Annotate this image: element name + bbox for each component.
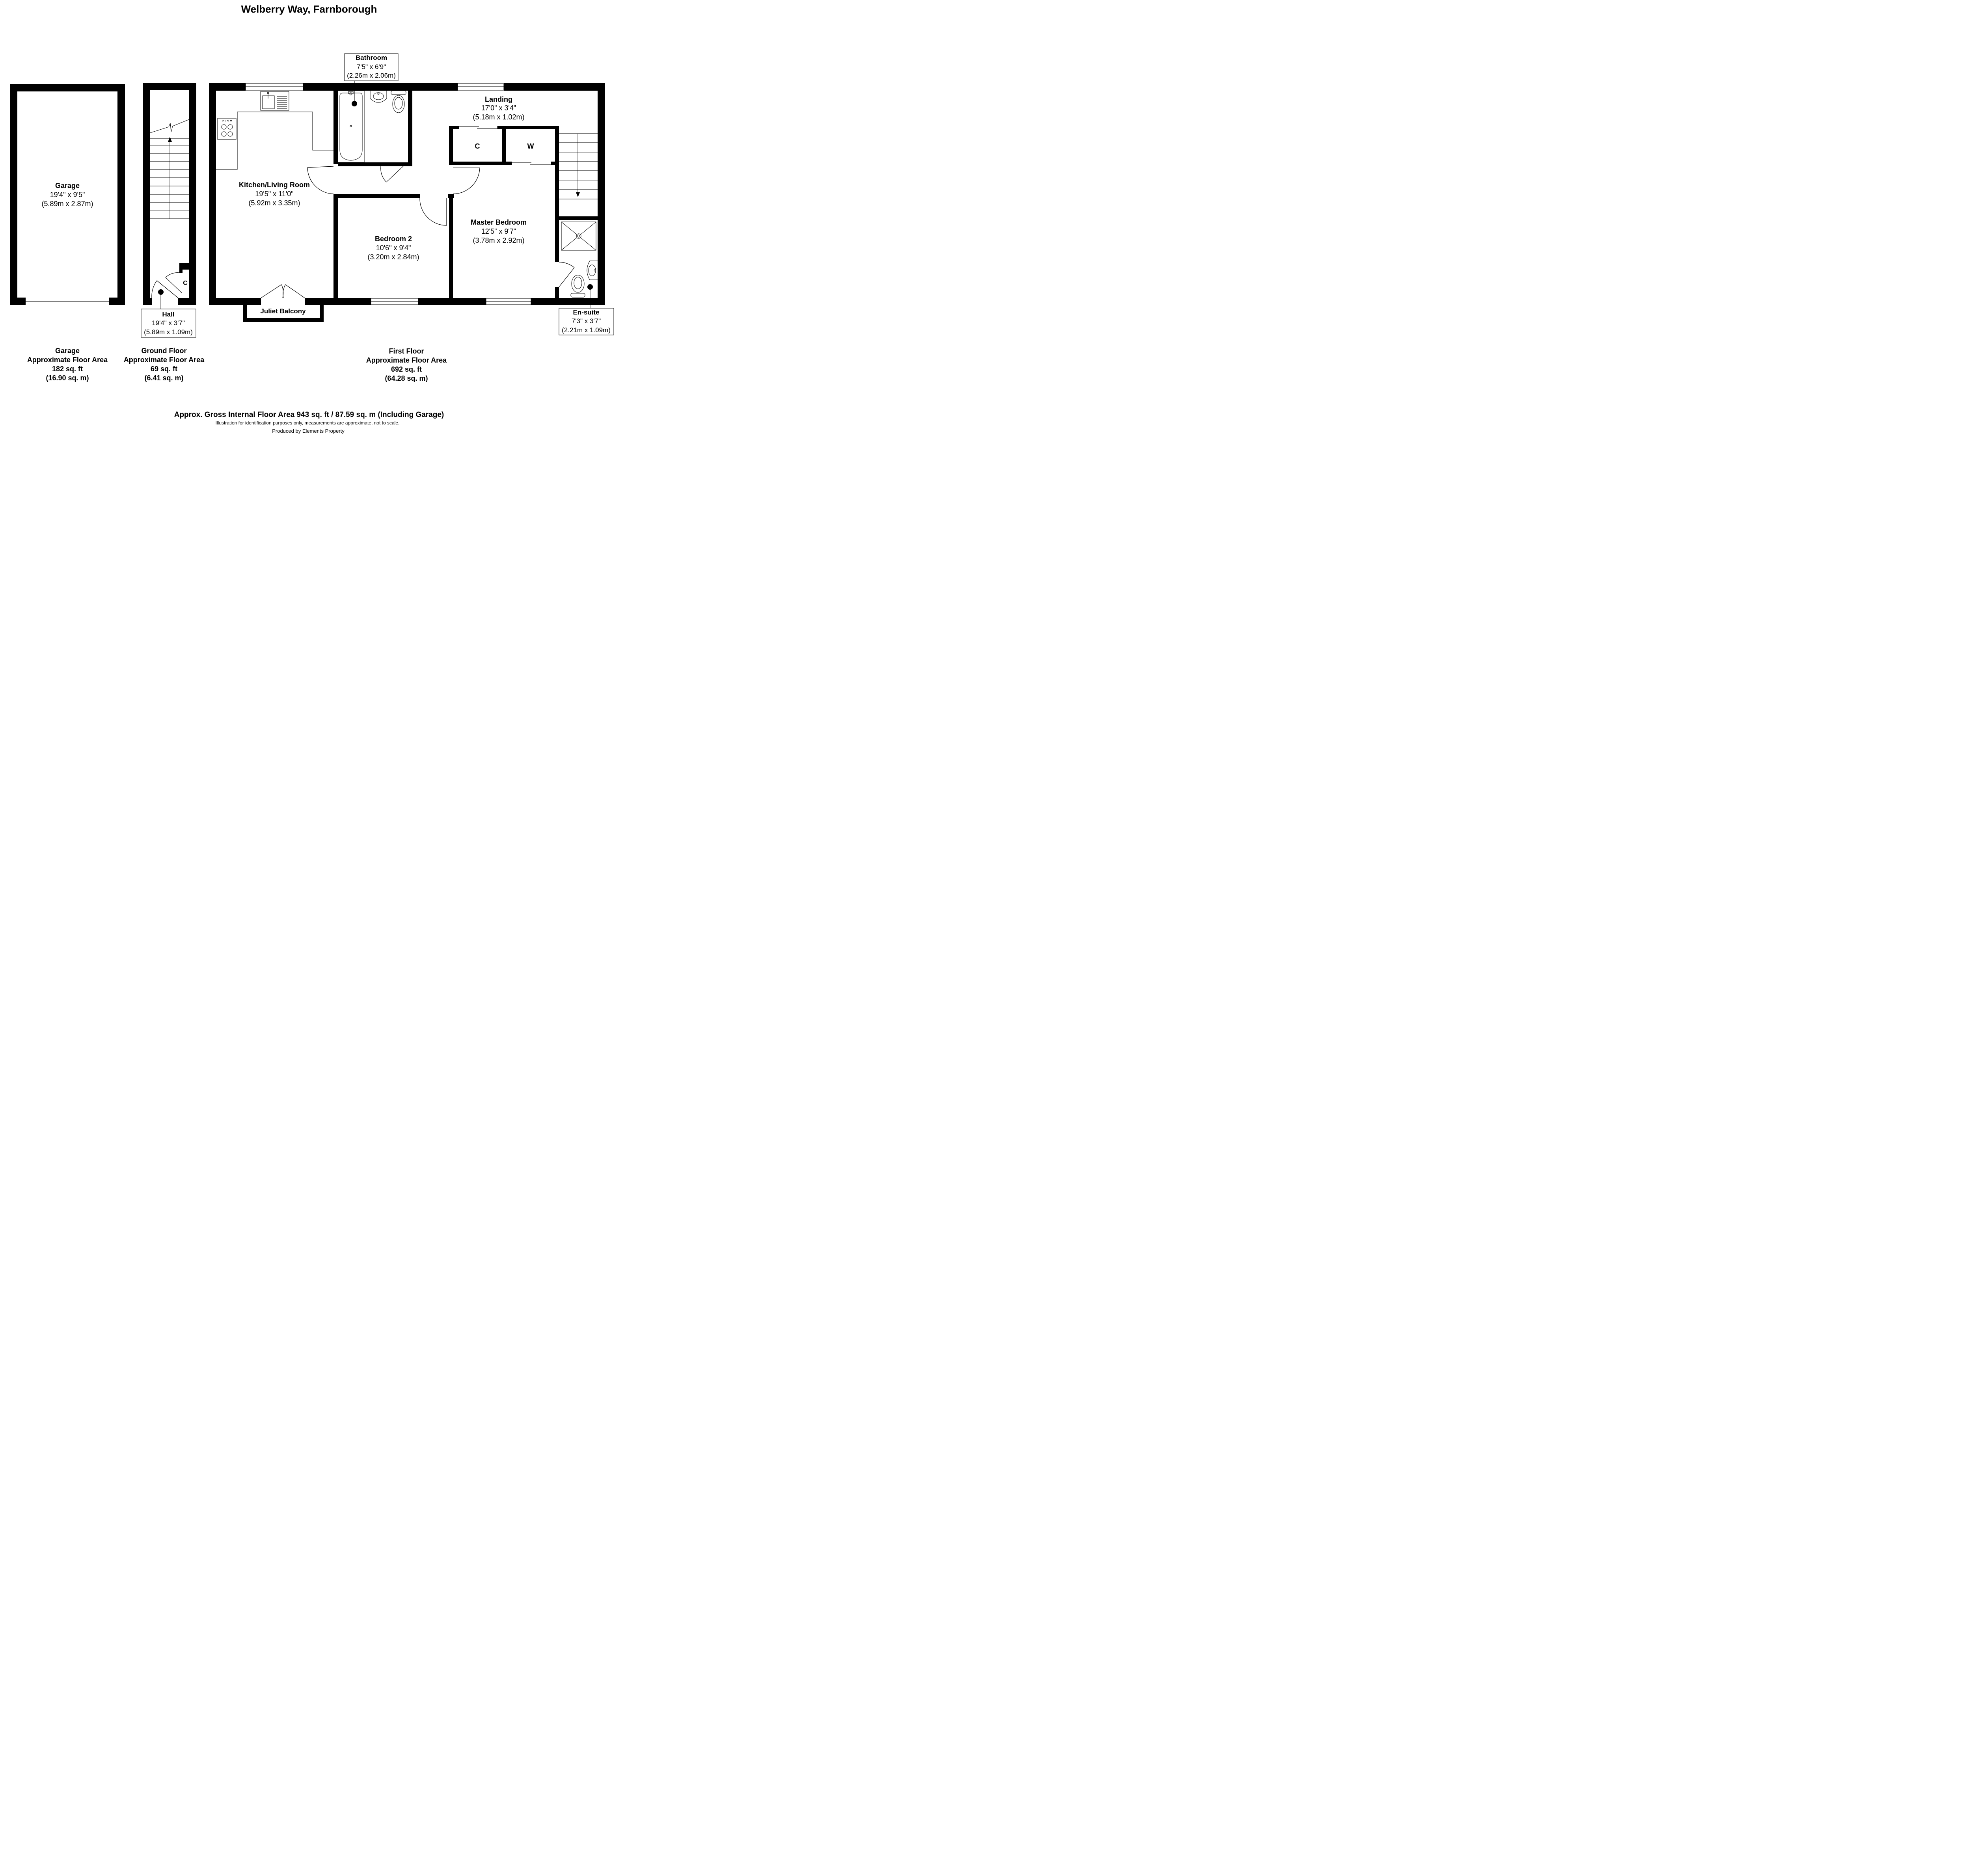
bedroom2-door: [419, 197, 447, 226]
master-bedroom-door: [453, 168, 480, 194]
garage-imperial: 19'4" x 9'5": [50, 191, 85, 199]
basin-icon: [370, 91, 387, 103]
hall-front-door: [151, 280, 179, 298]
ensuite-imperial: 7'3" x 3'7": [572, 317, 601, 325]
bathroom-imperial: 7'5" x 6'9": [357, 63, 386, 71]
garage-name: Garage: [55, 182, 80, 190]
floor-plan: Welberry Way, Farnborough Garage 19'4" x…: [0, 0, 618, 437]
bathroom-metric: (2.26m x 2.06m): [347, 72, 396, 79]
gross-area: Approx. Gross Internal Floor Area 943 sq…: [174, 411, 444, 419]
bedroom2-metric: (3.20m x 2.84m): [367, 253, 419, 261]
hall-staircase: [150, 119, 190, 219]
garage-area-label: Approximate Floor Area: [27, 356, 108, 364]
ensuite-door: [559, 262, 575, 287]
juliet-balcony: [243, 305, 324, 322]
garage-area-sqm: (16.90 sq. m): [46, 374, 89, 382]
hob-icon: [217, 118, 237, 140]
ground-area-sqft: 69 sq. ft: [151, 365, 177, 373]
hall-walls: [143, 83, 196, 305]
ground-area-label: Approximate Floor Area: [124, 356, 205, 364]
first-floor-area-summary: First Floor Approximate Floor Area 692 s…: [366, 347, 447, 382]
hall-metric: (5.89m x 1.09m): [144, 328, 193, 336]
ground-floor-area-summary: Ground Floor Approximate Floor Area 69 s…: [124, 347, 205, 382]
hall-cupboard-label: C: [183, 280, 188, 287]
hall-cupboard-door: [165, 272, 183, 294]
first-area-label: Approximate Floor Area: [366, 356, 447, 364]
toilet-icon: [391, 90, 406, 113]
stair-up-arrow-icon: [168, 137, 172, 142]
landing-name: Landing: [485, 95, 512, 103]
ensuite-name: En-suite: [573, 309, 599, 316]
wardrobe-label: W: [527, 142, 534, 150]
ground-area-sqm: (6.41 sq. m): [144, 374, 183, 382]
master-bedroom-imperial: 12'5" x 9'7": [481, 227, 516, 235]
balcony-name: Juliet Balcony: [260, 307, 306, 315]
plan-title: Welberry Way, Farnborough: [241, 3, 377, 15]
ground-area-title: Ground Floor: [142, 347, 187, 355]
first-area-title: First Floor: [389, 347, 424, 355]
bathtub-icon: [337, 90, 365, 163]
garage-area-sqft: 182 sq. ft: [52, 365, 83, 373]
first-floor-windows: [245, 83, 531, 305]
bathroom-name: Bathroom: [356, 54, 387, 61]
bathroom-light-icon: [352, 101, 357, 106]
kitchen-worktop: [216, 112, 333, 170]
master-bedroom-metric: (3.78m x 2.92m): [473, 236, 524, 244]
first-area-sqm: (64.28 sq. m): [385, 374, 428, 382]
cupboard-label: C: [475, 142, 480, 150]
garage-walls: [10, 84, 125, 305]
ensuite-label-box: [559, 308, 614, 335]
floor-plan-drawing: Welberry Way, Farnborough Garage 19'4" x…: [10, 3, 614, 434]
garage-area-title: Garage: [55, 347, 80, 355]
first-floor-staircase: [559, 133, 598, 199]
cupboard-sliding-door: [458, 126, 498, 129]
disclaimer: Illustration for identification purposes…: [216, 420, 400, 426]
garage-area-summary: Garage Approximate Floor Area 182 sq. ft…: [27, 347, 108, 382]
kitchen-imperial: 19'5" x 11'0": [255, 190, 293, 198]
kitchen-name: Kitchen/Living Room: [239, 181, 310, 189]
kitchen-sink-icon: [260, 91, 289, 111]
kitchen-metric: (5.92m x 3.35m): [248, 199, 300, 207]
bedroom2-name: Bedroom 2: [375, 235, 412, 243]
stair-down-arrow-icon: [576, 192, 580, 197]
landing-imperial: 17'0" x 3'4": [481, 104, 516, 112]
hall-imperial: 19'4" x 3'7": [152, 319, 185, 327]
hall-label-box: [141, 309, 196, 338]
shower-tray-icon: [561, 221, 596, 251]
first-area-sqft: 692 sq. ft: [391, 365, 422, 373]
bathroom-door: [380, 164, 406, 182]
hall-name: Hall: [162, 311, 174, 318]
first-floor-internal-walls: [333, 91, 598, 298]
ensuite-basin-icon: [587, 261, 598, 280]
hall-light-icon: [158, 289, 164, 295]
ensuite-light-icon: [587, 284, 593, 290]
kitchen-door: [307, 166, 334, 194]
garage-metric: (5.89m x 2.87m): [41, 200, 93, 208]
wardrobe-sliding-door: [511, 162, 551, 165]
credit: Produced by Elements Property: [272, 428, 345, 434]
bathroom-label-box: [344, 53, 399, 81]
master-bedroom-name: Master Bedroom: [471, 218, 527, 226]
landing-metric: (5.18m x 1.02m): [473, 113, 524, 121]
bedroom2-imperial: 10'6" x 9'4": [376, 244, 411, 252]
balcony-doors: [261, 284, 305, 298]
ensuite-toilet-icon: [570, 275, 585, 298]
first-floor-outer-walls: [209, 83, 605, 305]
ensuite-metric: (2.21m x 1.09m): [562, 326, 611, 334]
